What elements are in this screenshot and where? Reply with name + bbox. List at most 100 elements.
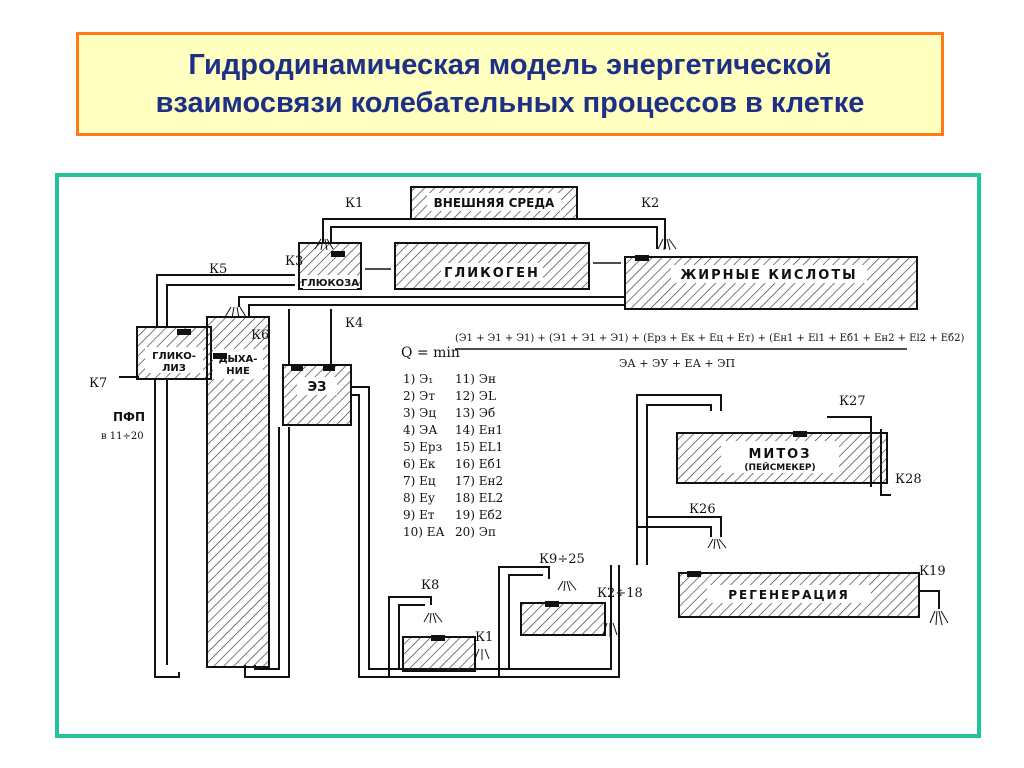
label-external: ВНЕШНЯЯ СРЕДА	[434, 196, 555, 210]
label-k2: К2	[641, 196, 659, 211]
spray-k9	[557, 580, 577, 592]
spray-k2	[657, 238, 677, 251]
pipe-resp-outer	[238, 296, 624, 307]
legend-item: 12) ЭL	[455, 389, 496, 403]
legend-item: 4) ЭА	[403, 423, 437, 437]
legend-item: 9) Ет	[403, 508, 435, 522]
label-pfp: ПФП	[113, 410, 145, 424]
label-k26: К26	[689, 502, 716, 517]
legend-item: 13) Эб	[455, 406, 495, 420]
legend-item: 8) Еу	[403, 491, 435, 505]
formula: Q = min (Э1 + Э1 + Э1) + (Э1 + Э1 + Э1) …	[401, 333, 964, 370]
label-pfp-range: в 11÷20	[101, 431, 144, 442]
valve-k6	[213, 353, 227, 359]
valve-labels: К1 К2 К3 К4 К5 К6 К7 К8 К9÷25 К1 К2÷18 К…	[89, 196, 946, 645]
valve-k1	[331, 251, 345, 257]
legend-item: 16) Еб1	[455, 457, 502, 471]
diagram-frame: ВНЕШНЯЯ СРЕДА ГЛЮКОЗА ГЛИКОГЕН ЖИРНЫЕ КИ…	[55, 173, 981, 738]
label-k2-18: К2÷18	[597, 586, 643, 601]
tanks: ВНЕШНЯЯ СРЕДА ГЛЮКОЗА ГЛИКОГЕН ЖИРНЫЕ КИ…	[136, 186, 920, 672]
legend-item: 6) Ек	[403, 457, 436, 471]
legend-item: 11) Эн	[455, 372, 496, 386]
label-k19: К19	[919, 564, 946, 579]
legend-item: 1) Э₁	[403, 372, 433, 386]
valves	[177, 251, 807, 641]
pipe-to-regen	[647, 516, 722, 537]
legend-item: 18) ЕL2	[455, 491, 503, 505]
pipe-k8-outer	[388, 596, 432, 677]
spray-k26	[707, 538, 727, 550]
valve-k3	[291, 365, 303, 371]
pipe-right-up-inner	[646, 404, 712, 565]
legend-item: 20) Эп	[455, 525, 496, 539]
label-k9-25: К9÷25	[539, 552, 585, 567]
legend-item: 10) ЕА	[403, 525, 445, 539]
legend-item: 3) Эц	[403, 406, 436, 420]
pipe-k8-inner	[398, 604, 425, 669]
formula-denominator: ЭА + ЭУ + ЕА + ЭП	[619, 357, 735, 370]
pipe-regen-out	[919, 590, 940, 609]
title-line-1: Гидродинамическая модель энергетической	[188, 49, 832, 81]
pipe-right-up-outer	[636, 394, 722, 565]
legend-item: 19) Еб2	[455, 508, 502, 522]
spray-k1-small	[474, 648, 490, 660]
transfer-arrows	[365, 262, 621, 270]
label-regeneration: РЕГЕНЕРАЦИЯ	[728, 588, 850, 602]
label-k27: К27	[839, 394, 866, 409]
label-ez: ЭЗ	[308, 380, 327, 395]
label-k28: К28	[895, 472, 922, 487]
legend-item: 5) Ерз	[403, 440, 442, 454]
tank-small-1	[402, 636, 476, 672]
spray-k19	[929, 610, 949, 626]
legend-list: 1) Э₁ 11) Эн 2) Эт 12) ЭL 3) Эц 13) Эб 4) ЭА 14…	[403, 372, 503, 539]
label-respiration-2: НИЕ	[226, 366, 250, 377]
legend-item: 14) Ен1	[455, 423, 503, 437]
label-k8: К8	[421, 578, 439, 593]
spray-k1	[314, 238, 334, 251]
label-k4: К4	[345, 316, 363, 331]
valve-k5	[177, 329, 191, 335]
formula-numerator: (Э1 + Э1 + Э1) + (Э1 + Э1 + Э1) + (Ерз +…	[455, 333, 964, 344]
pipe-ez-bottom-inner	[351, 386, 612, 670]
pipe-to-regen-2	[637, 526, 712, 537]
label-glucose: ГЛЮКОЗА	[301, 278, 359, 289]
valve-k4	[323, 365, 335, 371]
pipe-left-inner	[166, 284, 295, 327]
label-glycolysis-2: ЛИЗ	[162, 363, 186, 374]
spray-marks	[224, 238, 949, 660]
pipe-resp-inner	[248, 304, 624, 317]
hydrodynamic-diagram: ВНЕШНЯЯ СРЕДА ГЛЮКОЗА ГЛИКОГЕН ЖИРНЫЕ КИ…	[89, 186, 964, 678]
label-k3: К3	[285, 254, 303, 269]
legend-item: 17) Ен2	[455, 474, 503, 488]
label-glycogen: ГЛИКОГЕН	[444, 266, 540, 281]
legend-item: 7) Ец	[403, 474, 436, 488]
valve-k2	[635, 255, 649, 261]
label-k1: К1	[345, 196, 363, 211]
spray-k8	[423, 612, 443, 624]
label-k7: К7	[89, 376, 107, 391]
valve-k9	[545, 601, 559, 607]
label-mitosis: МИТОЗ	[749, 447, 812, 462]
pipe-top-inner	[330, 226, 658, 249]
valve-k8	[431, 635, 445, 641]
label-respiration-1: ДЫХА-	[219, 354, 258, 365]
valve-k27	[793, 431, 807, 437]
legend-item: 2) Эт	[403, 389, 435, 403]
legend-item: 15) ЕL1	[455, 440, 503, 454]
pipe-k9-outer	[498, 566, 550, 677]
pipe-left-outer	[156, 274, 295, 327]
tank-small-2	[520, 602, 606, 636]
spray-k2-18	[602, 622, 618, 637]
label-k5: К5	[209, 262, 227, 277]
label-k1-small: К1	[475, 630, 493, 645]
label-fatty-acids: ЖИРНЫЕ КИСЛОТЫ	[680, 268, 857, 283]
title-line-2: взаимосвязи колебательных процессов в кл…	[155, 87, 865, 119]
pipe-resp-loop-outer	[244, 427, 290, 678]
pipe-glyco-down-outer	[154, 379, 180, 678]
formula-prefix: Q = min	[401, 345, 460, 361]
title-box: Гидродинамическая модель энергетической …	[76, 32, 944, 136]
tank-ez	[282, 364, 352, 426]
label-pacemaker: (ПЕЙСМЕКЕР)	[744, 461, 815, 473]
valve-k26	[687, 571, 701, 577]
label-k6: К6	[251, 328, 269, 343]
